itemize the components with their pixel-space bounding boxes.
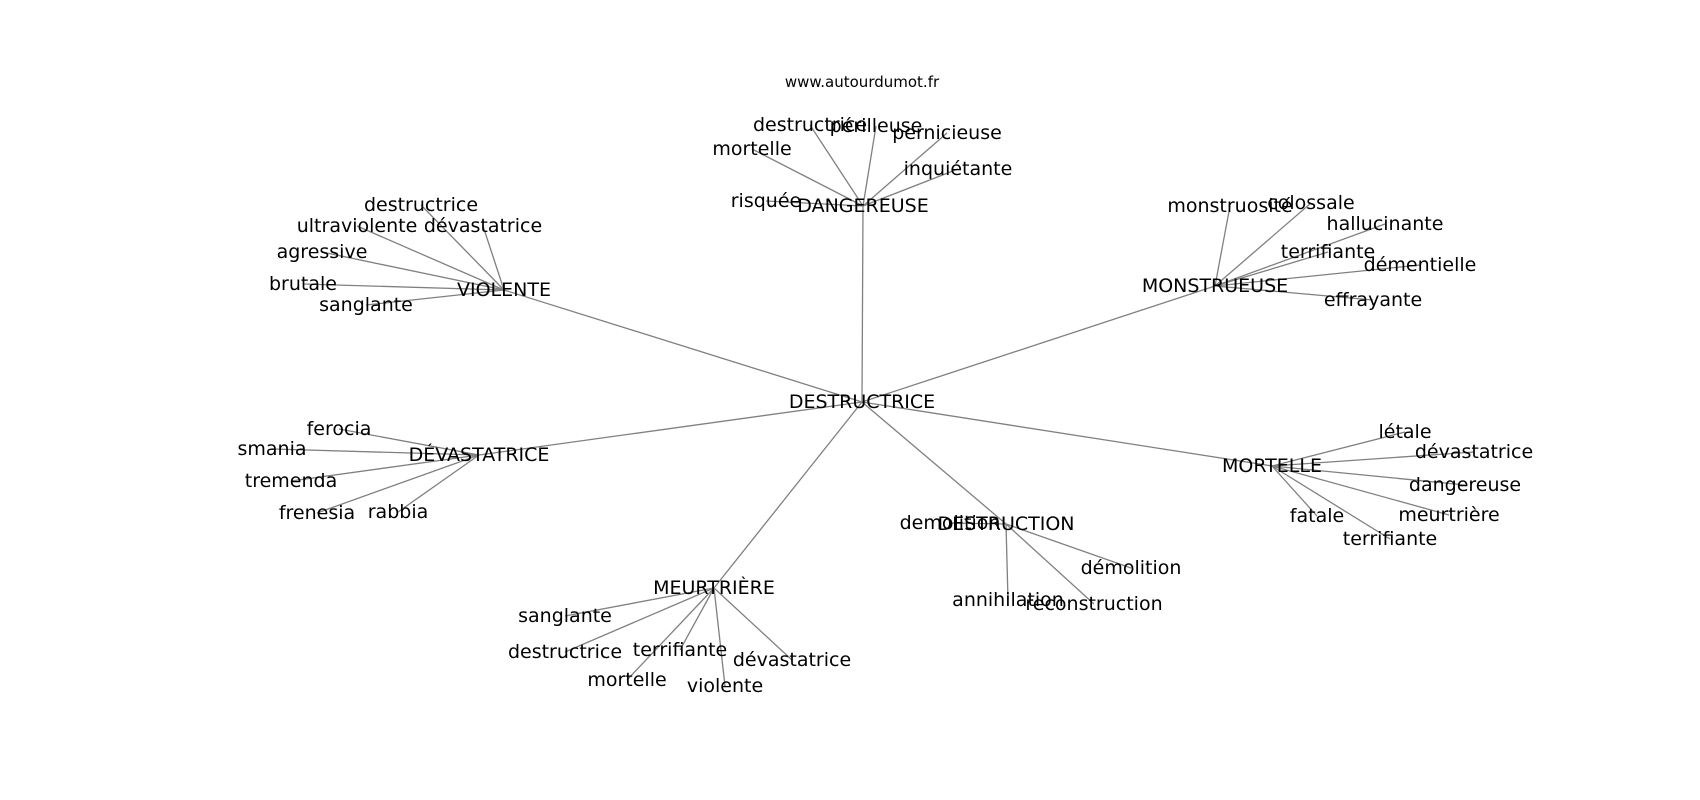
edge-hub-to-leaf <box>679 587 715 651</box>
node-leaf: tremenda <box>245 470 337 492</box>
node-leaf: monstruosité <box>1167 195 1292 217</box>
edge-hub-to-leaf <box>1005 523 1009 601</box>
node-leaf: brutale <box>269 273 337 295</box>
edge-hub-to-leaf <box>1005 523 1132 569</box>
node-leaf: agressive <box>277 241 368 263</box>
edge-hub-to-leaf <box>1214 223 1386 287</box>
node-hub: VIOLENTE <box>457 279 551 301</box>
node-leaf: violente <box>687 675 763 697</box>
node-leaf: rabbia <box>368 501 429 523</box>
source-caption: www.autourdumot.fr <box>785 73 940 91</box>
edge-hub-to-leaf <box>1271 451 1475 467</box>
node-leaf: périlleuse <box>830 115 923 137</box>
node-center: DESTRUCTRICE <box>789 391 935 413</box>
edge-hub-to-leaf <box>862 132 948 207</box>
edge-hub-to-leaf <box>862 168 959 207</box>
edge-center-to-hub <box>478 401 863 456</box>
edge-center-to-hub <box>861 285 1216 403</box>
node-leaf: dangereuse <box>1409 474 1521 496</box>
node-leaf: pernicieuse <box>892 122 1002 144</box>
node-leaf: colossale <box>1267 192 1354 214</box>
edge-hub-to-leaf <box>420 204 505 291</box>
node-leaf: démolition <box>1081 557 1182 579</box>
edge-hub-to-leaf <box>338 428 480 456</box>
edge-hub-to-leaf <box>862 125 877 207</box>
edge-hub-to-leaf <box>321 251 505 291</box>
edge-hub-to-leaf <box>765 200 864 207</box>
edge-hub-to-leaf <box>1271 465 1318 517</box>
node-leaf: destructrice <box>753 114 867 136</box>
edge-hub-to-leaf <box>713 587 726 687</box>
edge-center-to-hub <box>861 401 1273 467</box>
edge-hub-to-leaf <box>290 454 480 482</box>
edge-hub-to-leaf <box>1271 465 1391 540</box>
node-leaf: effrayante <box>1324 289 1422 311</box>
edge-hub-to-leaf <box>1005 523 1095 605</box>
node-leaf: hallucinante <box>1327 213 1444 235</box>
node-leaf: létale <box>1378 421 1431 443</box>
node-leaf: smania <box>237 438 306 460</box>
node-leaf: annihilation <box>952 589 1064 611</box>
edge-hub-to-leaf <box>564 587 715 653</box>
node-hub: MORTELLE <box>1222 455 1322 477</box>
graph-labels: DESTRUCTRICEDANGEREUSEdestructricepérill… <box>237 114 1533 697</box>
edge-hub-to-leaf <box>1214 251 1329 287</box>
edge-center-to-hub <box>713 401 863 589</box>
edge-hub-to-leaf <box>316 454 480 514</box>
node-hub: DANGEREUSE <box>797 195 928 217</box>
node-hub: DESTRUCTION <box>937 513 1074 535</box>
node-leaf: terrifiante <box>633 639 728 661</box>
node-leaf: dévastatrice <box>1415 441 1533 463</box>
edge-hub-to-leaf <box>271 448 480 456</box>
node-hub: MONSTRUEUSE <box>1142 275 1288 297</box>
edge-hub-to-leaf <box>751 148 864 207</box>
edge-hub-to-leaf <box>949 522 1007 525</box>
edge-hub-to-leaf <box>1271 465 1466 486</box>
node-hub: DÉVASTATRICE <box>409 443 550 466</box>
node-leaf: meurtrière <box>1398 504 1499 526</box>
edge-hub-to-leaf <box>809 124 864 207</box>
node-leaf: destructrice <box>364 194 478 216</box>
node-leaf: ferocia <box>307 418 372 440</box>
node-hub: MEURTRIÈRE <box>653 576 775 599</box>
node-leaf: dévastatrice <box>424 215 542 237</box>
edge-hub-to-leaf <box>1214 205 1231 287</box>
node-leaf: sanglante <box>518 605 612 627</box>
node-leaf: dévastatrice <box>733 649 851 671</box>
edge-hub-to-leaf <box>1271 431 1406 467</box>
node-leaf: destructrice <box>508 641 622 663</box>
graph-edges <box>271 124 1475 687</box>
edge-hub-to-leaf <box>1214 285 1374 301</box>
node-leaf: terrifiante <box>1281 241 1376 263</box>
edge-hub-to-leaf <box>713 587 793 661</box>
node-leaf: ultraviolente <box>297 215 418 237</box>
edge-hub-to-leaf <box>365 289 505 306</box>
edge-hub-to-leaf <box>482 225 505 291</box>
node-leaf: inquiétante <box>904 158 1013 180</box>
edge-hub-to-leaf <box>1214 264 1421 287</box>
edge-hub-to-leaf <box>302 283 505 291</box>
node-leaf: fatale <box>1290 505 1344 527</box>
edge-hub-to-leaf <box>1271 465 1450 516</box>
edge-hub-to-leaf <box>397 454 480 513</box>
node-leaf: terrifiante <box>1343 528 1438 550</box>
edge-center-to-hub <box>503 289 863 403</box>
edge-center-to-hub <box>861 205 864 403</box>
node-leaf: mortelle <box>712 138 791 160</box>
node-leaf: risquée <box>731 190 801 212</box>
node-leaf: frenesia <box>279 502 355 524</box>
edge-hub-to-leaf <box>564 587 715 617</box>
node-leaf: mortelle <box>587 669 666 691</box>
edge-hub-to-leaf <box>626 587 715 681</box>
node-leaf: sanglante <box>319 294 413 316</box>
node-leaf: démentielle <box>1364 254 1477 276</box>
edge-hub-to-leaf <box>1214 202 1312 287</box>
node-leaf: demolition <box>900 512 1001 534</box>
edge-hub-to-leaf <box>356 225 505 291</box>
node-leaf: reconstruction <box>1025 593 1162 615</box>
edge-center-to-hub <box>861 401 1007 525</box>
